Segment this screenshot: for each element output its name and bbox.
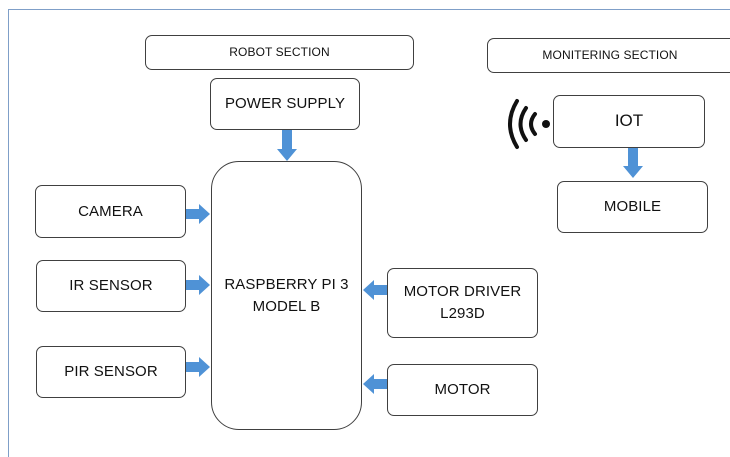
- motor-block: MOTOR: [387, 364, 538, 416]
- motor-driver-block: MOTOR DRIVER L293D: [387, 268, 538, 338]
- monitoring-section-label: MONITERING SECTION: [487, 38, 730, 73]
- ir-sensor-to-pi-arrow: [186, 275, 210, 295]
- robot-section-label: ROBOT SECTION: [145, 35, 414, 70]
- power-to-pi-arrow: [277, 130, 297, 161]
- wireless-signal-icon: [508, 99, 550, 149]
- ir-sensor-block: IR SENSOR: [36, 260, 186, 312]
- iot-to-mobile-arrow: [623, 148, 643, 178]
- pir-sensor-block: PIR SENSOR: [36, 346, 186, 398]
- camera-block: CAMERA: [35, 185, 186, 238]
- mobile-block: MOBILE: [557, 181, 708, 233]
- top-frame-line: [8, 9, 730, 10]
- power-supply-block: POWER SUPPLY: [210, 78, 360, 130]
- iot-block: IOT: [553, 95, 705, 148]
- raspberry-pi-block: RASPBERRY PI 3 MODEL B: [211, 161, 362, 430]
- motor-driver-to-pi-arrow: [363, 280, 387, 300]
- motor-to-pi-arrow: [363, 374, 387, 394]
- pir-sensor-to-pi-arrow: [186, 357, 210, 377]
- left-frame-line: [8, 9, 9, 457]
- camera-to-pi-arrow: [186, 204, 210, 224]
